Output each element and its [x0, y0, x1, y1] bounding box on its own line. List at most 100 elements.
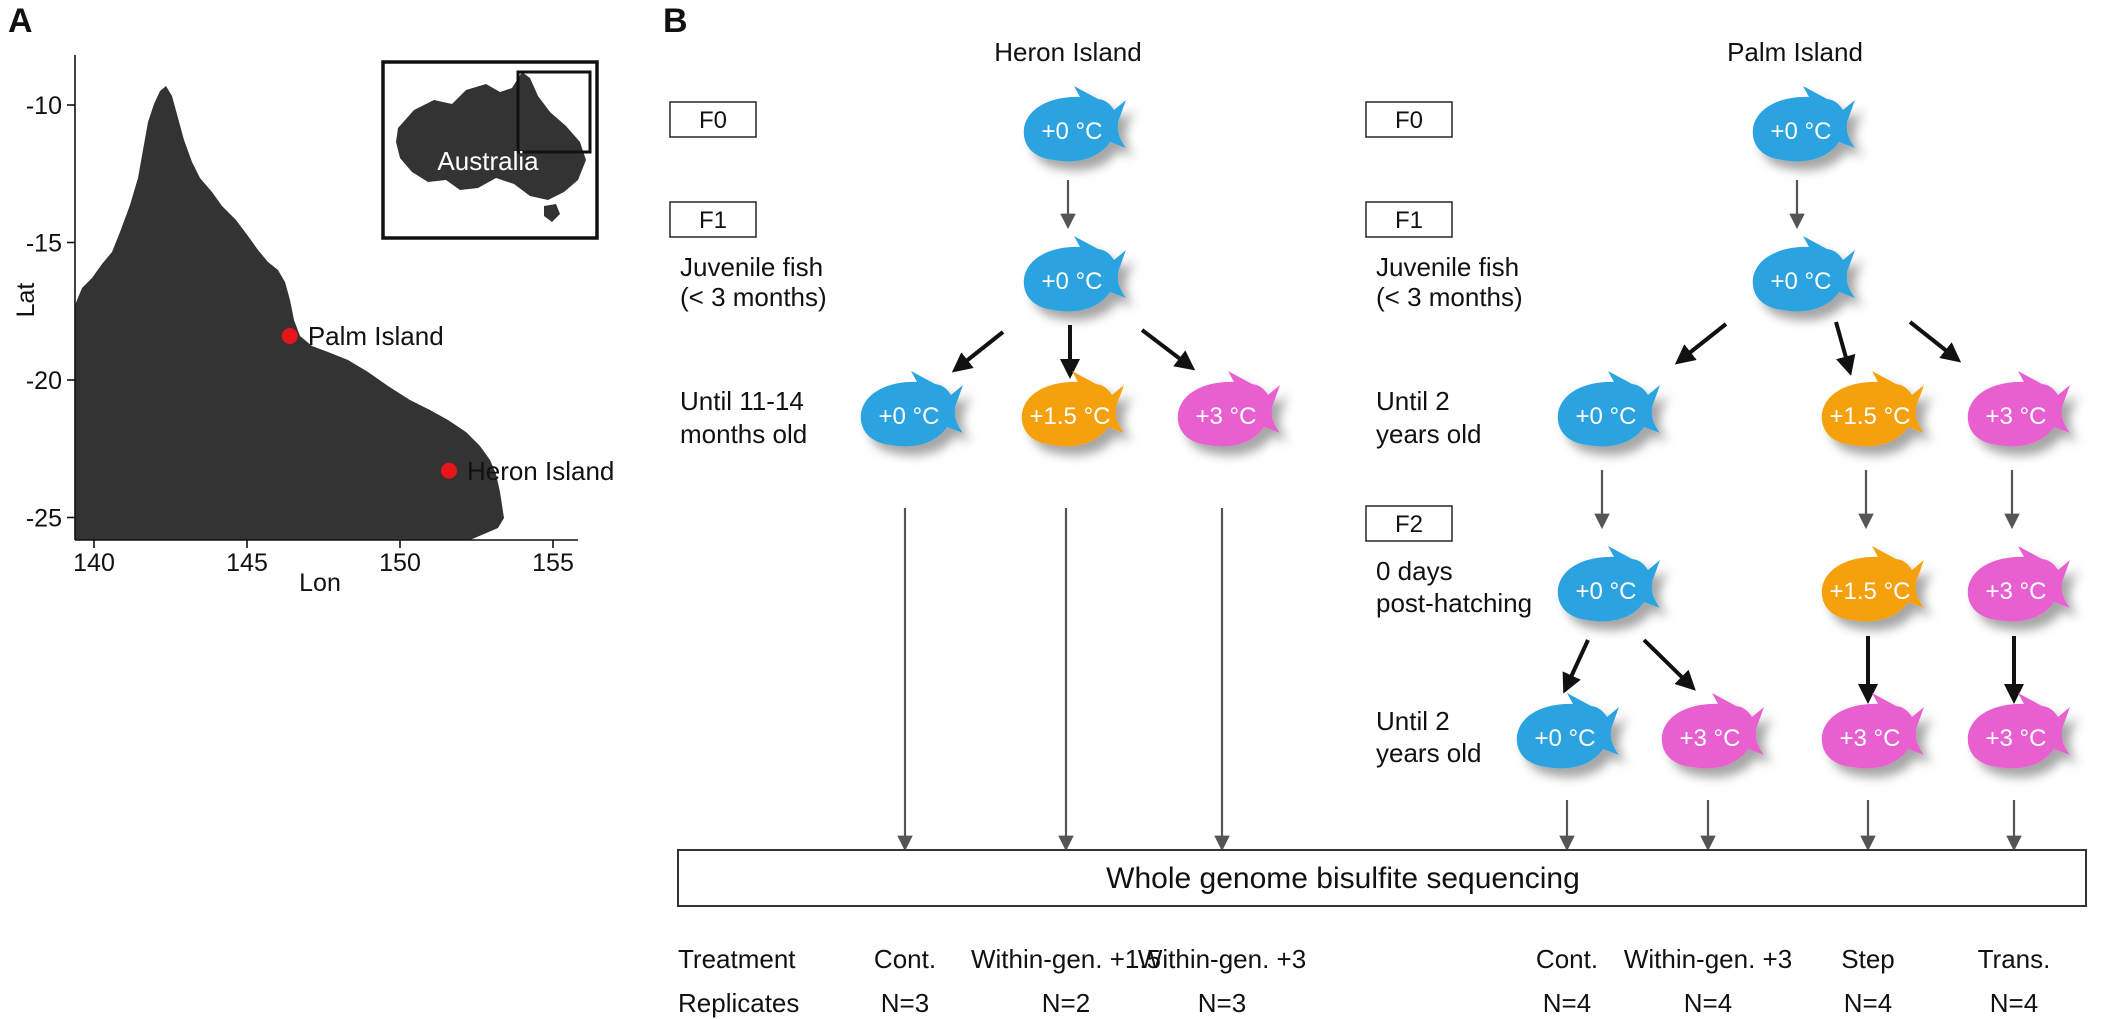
arrow-palm-f2-cont — [1562, 639, 1590, 694]
flow-arrows — [897, 180, 2024, 852]
heron-f1-fish: +0 °C — [1023, 236, 1126, 312]
australia-inset-shape — [396, 72, 586, 200]
palm-f2-fish: +3 °C — [1967, 546, 2070, 622]
fish-icon — [1752, 86, 1855, 162]
fish-temperature-label: +0 °C — [1042, 118, 1103, 145]
replicates-cell: N=3 — [881, 988, 929, 1018]
palm-f1-box — [1365, 201, 1453, 238]
sequencing-box — [677, 849, 2087, 907]
palm-f2-fish: +1.5 °C — [1821, 546, 1924, 622]
map-ylabel: Lat — [12, 283, 40, 318]
palm-title: Palm Island — [1727, 37, 1863, 67]
map-site-dot — [440, 462, 457, 479]
map-xtick-label: 145 — [226, 549, 268, 577]
fish-icon — [1821, 546, 1924, 622]
arrow-heron-cont — [951, 330, 1005, 373]
inset-label: Australia — [437, 146, 539, 176]
fish-temperature-label: +3 °C — [1196, 403, 1257, 430]
fish-temperature-label: +0 °C — [1576, 578, 1637, 605]
palm-f0-label: F0 — [1395, 107, 1423, 134]
heron-stage1-line2: (< 3 months) — [680, 282, 827, 312]
heron-f0-box — [669, 101, 757, 138]
fish-temperature-label: +1.5 °C — [1830, 403, 1911, 430]
map-xtick-label: 155 — [532, 549, 574, 577]
treatment-cell: Within-gen. +3 — [1138, 944, 1306, 974]
fish-temperature-label: +0 °C — [1042, 268, 1103, 295]
treatment-cell: Step — [1841, 944, 1895, 974]
heron-f0-fish: +0 °C — [1023, 86, 1126, 162]
arrow-palm-cont — [1674, 322, 1728, 365]
fish-icon — [1557, 371, 1660, 447]
fish-icon — [1821, 371, 1924, 447]
fish-temperature-label: +0 °C — [1535, 725, 1596, 752]
map-xlabel: Lon — [299, 569, 341, 597]
fish-temperature-label: +0 °C — [1771, 118, 1832, 145]
fish-temperature-label: +1.5 °C — [1830, 578, 1911, 605]
palm-f0-fish: +0 °C — [1752, 86, 1855, 162]
heron-treatment-fish: +3 °C — [1177, 371, 1280, 447]
palm-stage3-line1: 0 days — [1376, 556, 1453, 586]
arrow-palm-plus3 — [1908, 320, 1962, 363]
palm-stage1-line2: (< 3 months) — [1376, 282, 1523, 312]
treatment-cell: Within-gen. +1.5 — [971, 944, 1161, 974]
palm-f2-treatment-fish: +3 °C — [1967, 693, 2070, 769]
fish-icon — [1023, 86, 1126, 162]
fish-icon — [1557, 546, 1660, 622]
treatment-cell: Cont. — [874, 944, 936, 974]
replicates-cell: N=4 — [1990, 988, 2038, 1018]
palm-f0-box — [1365, 101, 1453, 138]
fish-icon — [1752, 236, 1855, 312]
palm-f1-treatment-fish: +3 °C — [1967, 371, 2070, 447]
palm-stage1-line1: Juvenile fish — [1376, 252, 1519, 282]
arrow-palm-f2-plus3 — [1642, 638, 1696, 691]
fish-temperature-label: +0 °C — [879, 403, 940, 430]
palm-f1-label: F1 — [1395, 207, 1423, 234]
fish-temperature-label: +1.5 °C — [1030, 403, 1111, 430]
fish-icon — [1967, 546, 2070, 622]
palm-f1-fish: +0 °C — [1752, 236, 1855, 312]
map-site-label: Heron Island — [467, 456, 614, 486]
sequencing-label: Whole genome bisulfite sequencing — [1106, 862, 1580, 895]
fish-icon — [1516, 693, 1619, 769]
fish-temperature-label: +0 °C — [1771, 268, 1832, 295]
heron-f1-box — [669, 201, 757, 238]
map-ytick-label: -15 — [26, 230, 62, 258]
heron-title: Heron Island — [994, 37, 1141, 67]
replicates-cell: N=4 — [1543, 988, 1591, 1018]
map-ytick-label: -25 — [26, 505, 62, 533]
fish-temperature-label: +3 °C — [1840, 725, 1901, 752]
panel-b-label: B — [663, 2, 688, 40]
map-ytick-label: -20 — [26, 367, 62, 395]
replicates-cell: N=4 — [1684, 988, 1732, 1018]
heron-treatment-fish: +0 °C — [860, 371, 963, 447]
palm-f2-treatment-fish: +0 °C — [1516, 693, 1619, 769]
heron-f1-label: F1 — [699, 207, 727, 234]
fish-temperature-label: +3 °C — [1986, 578, 2047, 605]
fish-layer: +0 °C +0 °C +0 °C +1.5 °C +3 °C +0 °C +0 °C +0 … — [860, 86, 2070, 769]
panel-a-label: A — [8, 2, 33, 40]
palm-f2-box — [1365, 505, 1453, 542]
palm-stage4-line1: Until 2 — [1376, 706, 1450, 736]
queensland-landmass — [75, 86, 504, 540]
tasmania-inset-shape — [544, 204, 560, 222]
palm-f2-treatment-fish: +3 °C — [1821, 693, 1924, 769]
heron-stage1-line1: Juvenile fish — [680, 252, 823, 282]
inset-queensland-box — [516, 70, 592, 154]
heron-f0-label: F0 — [699, 107, 727, 134]
replicates-cell: N=3 — [1198, 988, 1246, 1018]
map-site-label: Palm Island — [308, 321, 444, 351]
fish-icon — [1661, 693, 1764, 769]
heron-stage2-line1: Until 11-14 — [680, 386, 804, 416]
palm-stage4-line2: years old — [1376, 738, 1482, 768]
palm-stage2-line1: Until 2 — [1376, 386, 1450, 416]
treatment-cell: Cont. — [1536, 944, 1598, 974]
fish-icon — [1023, 236, 1126, 312]
heron-treatment-fish: +1.5 °C — [1021, 371, 1124, 447]
palm-f2-fish: +0 °C — [1557, 546, 1660, 622]
palm-f2-label: F2 — [1395, 511, 1423, 538]
fish-icon — [1021, 371, 1124, 447]
fish-icon — [1177, 371, 1280, 447]
